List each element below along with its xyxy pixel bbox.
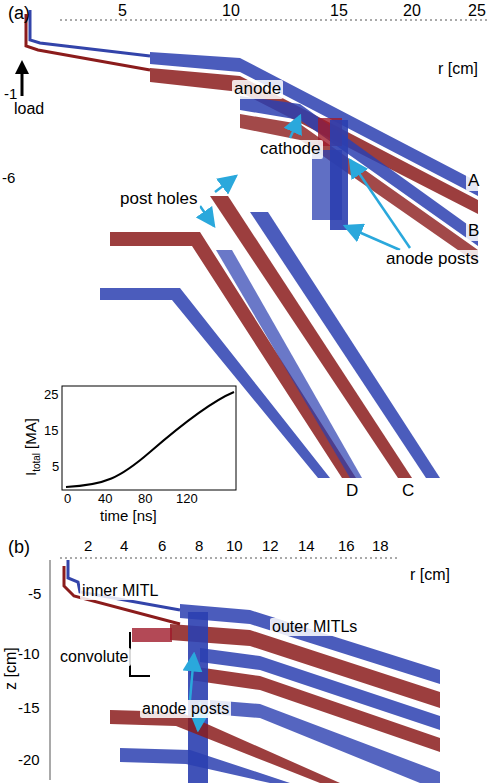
axis-tick: -5 [26, 586, 43, 603]
axis-tick: 12 [262, 538, 279, 555]
axis-tick: 25 [44, 388, 58, 402]
axis-tick: 4 [120, 538, 128, 555]
axis-unit: [MA] [22, 418, 39, 449]
axis-tick: 8 [195, 538, 203, 555]
axis-tick: 120 [176, 492, 198, 506]
part-label: post holes [118, 190, 200, 209]
axis-title: r [cm] [408, 566, 452, 584]
axis-tick: -6 [2, 170, 15, 187]
axis-symbol: I [22, 472, 39, 476]
part-label: anode [232, 80, 283, 99]
axis-tick: -15 [16, 700, 42, 717]
axis-tick: 80 [138, 492, 152, 506]
axis-title: time [ns] [100, 508, 157, 525]
axis-subscript: total [31, 453, 42, 472]
axis-tick: 0 [64, 492, 71, 506]
axis-tick: -20 [16, 752, 42, 769]
part-label: anode posts [384, 250, 481, 269]
panel-label: (b) [8, 538, 30, 558]
axis-tick: 20 [403, 2, 421, 20]
part-label: convolute [58, 648, 131, 666]
part-label: A [466, 172, 481, 191]
axis-title: z [cm] [2, 647, 20, 690]
axis-tick: 2 [84, 538, 92, 555]
part-label: inner MITL [80, 582, 160, 600]
axis-tick: 40 [98, 492, 112, 506]
axis-tick: 16 [338, 538, 355, 555]
part-label: anode posts [140, 700, 231, 718]
axis-tick: 18 [372, 538, 389, 555]
axis-tick: 5 [52, 460, 59, 474]
axis-title: Itotal [MA] [22, 418, 42, 476]
part-label: outer MITLs [270, 618, 359, 636]
axis-tick: 25 [468, 2, 486, 20]
axis-tick: 10 [226, 538, 243, 555]
part-label: B [466, 222, 481, 241]
part-label: load [14, 100, 44, 118]
axis-tick: 14 [298, 538, 315, 555]
axis-tick: 5 [118, 2, 127, 20]
axis-tick: 15 [330, 2, 348, 20]
axis-title: r [cm] [436, 60, 480, 78]
part-label: D [344, 482, 360, 501]
axis-tick: 15 [44, 424, 58, 438]
axis-tick: 10 [222, 2, 240, 20]
panel-label: (a) [8, 4, 30, 24]
part-label: cathode [258, 140, 323, 159]
axis-tick: -10 [16, 646, 42, 663]
axis-tick: 6 [158, 538, 166, 555]
part-label: C [400, 482, 416, 501]
